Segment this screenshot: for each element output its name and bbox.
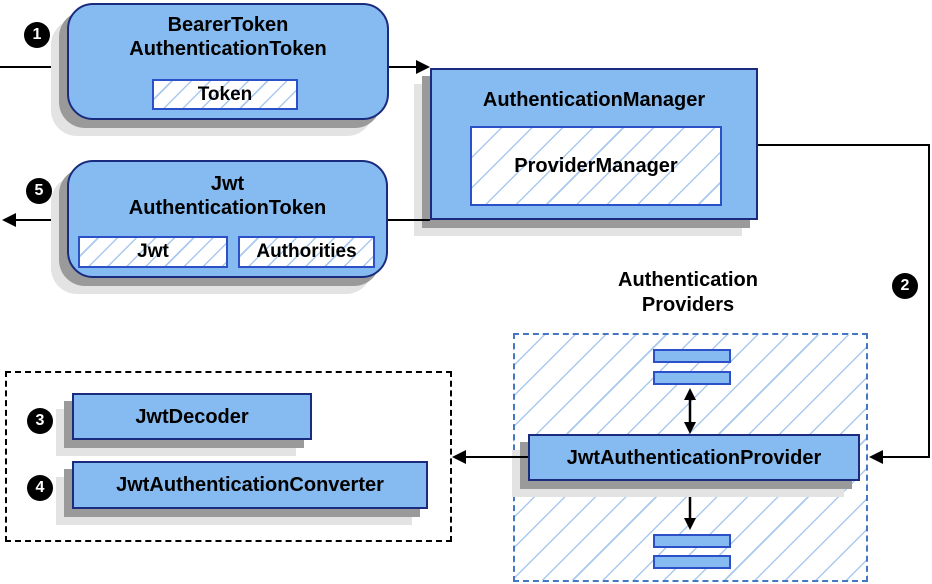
token-chip: Token bbox=[152, 79, 298, 110]
provider-manager-label: ProviderManager bbox=[514, 154, 678, 177]
jwt-chip-label: Jwt bbox=[137, 241, 169, 262]
arrow-to-manager-line bbox=[389, 66, 417, 68]
arrow-manager-to-provider-head-icon bbox=[869, 450, 883, 464]
jwt-authentication-converter-node: JwtAuthenticationConverter bbox=[72, 461, 428, 509]
arrow-manager-to-provider-vertical-line bbox=[928, 144, 930, 458]
provider-stack-bar bbox=[653, 534, 731, 548]
provider-stack-bar bbox=[653, 349, 731, 363]
bidirectional-arrow-top-icon bbox=[684, 388, 696, 434]
bearer-token-title-line1: BearerToken bbox=[167, 14, 289, 36]
provider-stack-bar bbox=[653, 371, 731, 385]
step-1-badge: 1 bbox=[24, 22, 50, 48]
step-5-label: 5 bbox=[34, 182, 44, 199]
token-chip-label: Token bbox=[197, 83, 253, 105]
arrow-request-in-line bbox=[0, 66, 68, 68]
bearer-token-title-line2: AuthenticationToken bbox=[129, 38, 327, 60]
jwt-authentication-provider-node: JwtAuthenticationProvider bbox=[528, 434, 860, 481]
provider-manager-chip: ProviderManager bbox=[470, 126, 722, 206]
jwt-decoder-node: JwtDecoder bbox=[72, 393, 312, 440]
step-3-label: 3 bbox=[35, 412, 45, 429]
arrow-manager-to-provider-top-line bbox=[758, 144, 930, 146]
authorities-chip: Authorities bbox=[238, 236, 375, 268]
jwt-chip: Jwt bbox=[78, 236, 228, 268]
authorities-chip-label: Authorities bbox=[256, 241, 357, 262]
arrow-jwt-out-head-icon bbox=[2, 213, 16, 227]
authentication-providers-label: Authentication Providers bbox=[538, 268, 838, 318]
authentication-manager-title: AuthenticationManager bbox=[482, 89, 706, 111]
arrow-jwt-out-line bbox=[16, 219, 68, 221]
arrow-provider-to-decoder-head-icon bbox=[452, 450, 466, 464]
arrow-provider-to-decoder-line bbox=[466, 456, 528, 458]
bearer-token-authentication-token-node: BearerToken AuthenticationToken Token bbox=[67, 3, 389, 120]
jwt-authentication-provider-label: JwtAuthenticationProvider bbox=[566, 446, 822, 469]
step-5-badge: 5 bbox=[26, 178, 52, 204]
authentication-manager-node: AuthenticationManager ProviderManager bbox=[430, 68, 758, 220]
provider-stack-bar bbox=[653, 555, 731, 569]
step-2-label: 2 bbox=[900, 277, 910, 294]
jwt-authentication-token-node: Jwt AuthenticationToken Jwt Authorities bbox=[67, 160, 388, 278]
jwt-decoder-label: JwtDecoder bbox=[135, 405, 249, 428]
providers-label-line1: Authentication bbox=[618, 269, 758, 291]
step-3-badge: 3 bbox=[27, 408, 53, 434]
step-4-label: 4 bbox=[35, 479, 45, 496]
arrow-to-manager-head-icon bbox=[416, 60, 430, 74]
step-2-badge: 2 bbox=[892, 273, 918, 299]
jwt-authentication-converter-label: JwtAuthenticationConverter bbox=[116, 474, 384, 496]
providers-label-line2: Providers bbox=[641, 294, 735, 316]
step-4-badge: 4 bbox=[27, 475, 53, 501]
jwt-token-title-line2: AuthenticationToken bbox=[128, 197, 327, 219]
jwt-token-title-line1: Jwt bbox=[210, 173, 245, 195]
arrow-manager-to-provider-bottom-line bbox=[883, 456, 930, 458]
arrow-manager-to-jwt-line bbox=[388, 219, 430, 221]
bidirectional-arrow-bottom-icon bbox=[684, 484, 696, 530]
decoder-group-box bbox=[5, 371, 452, 542]
step-1-label: 1 bbox=[32, 26, 42, 43]
